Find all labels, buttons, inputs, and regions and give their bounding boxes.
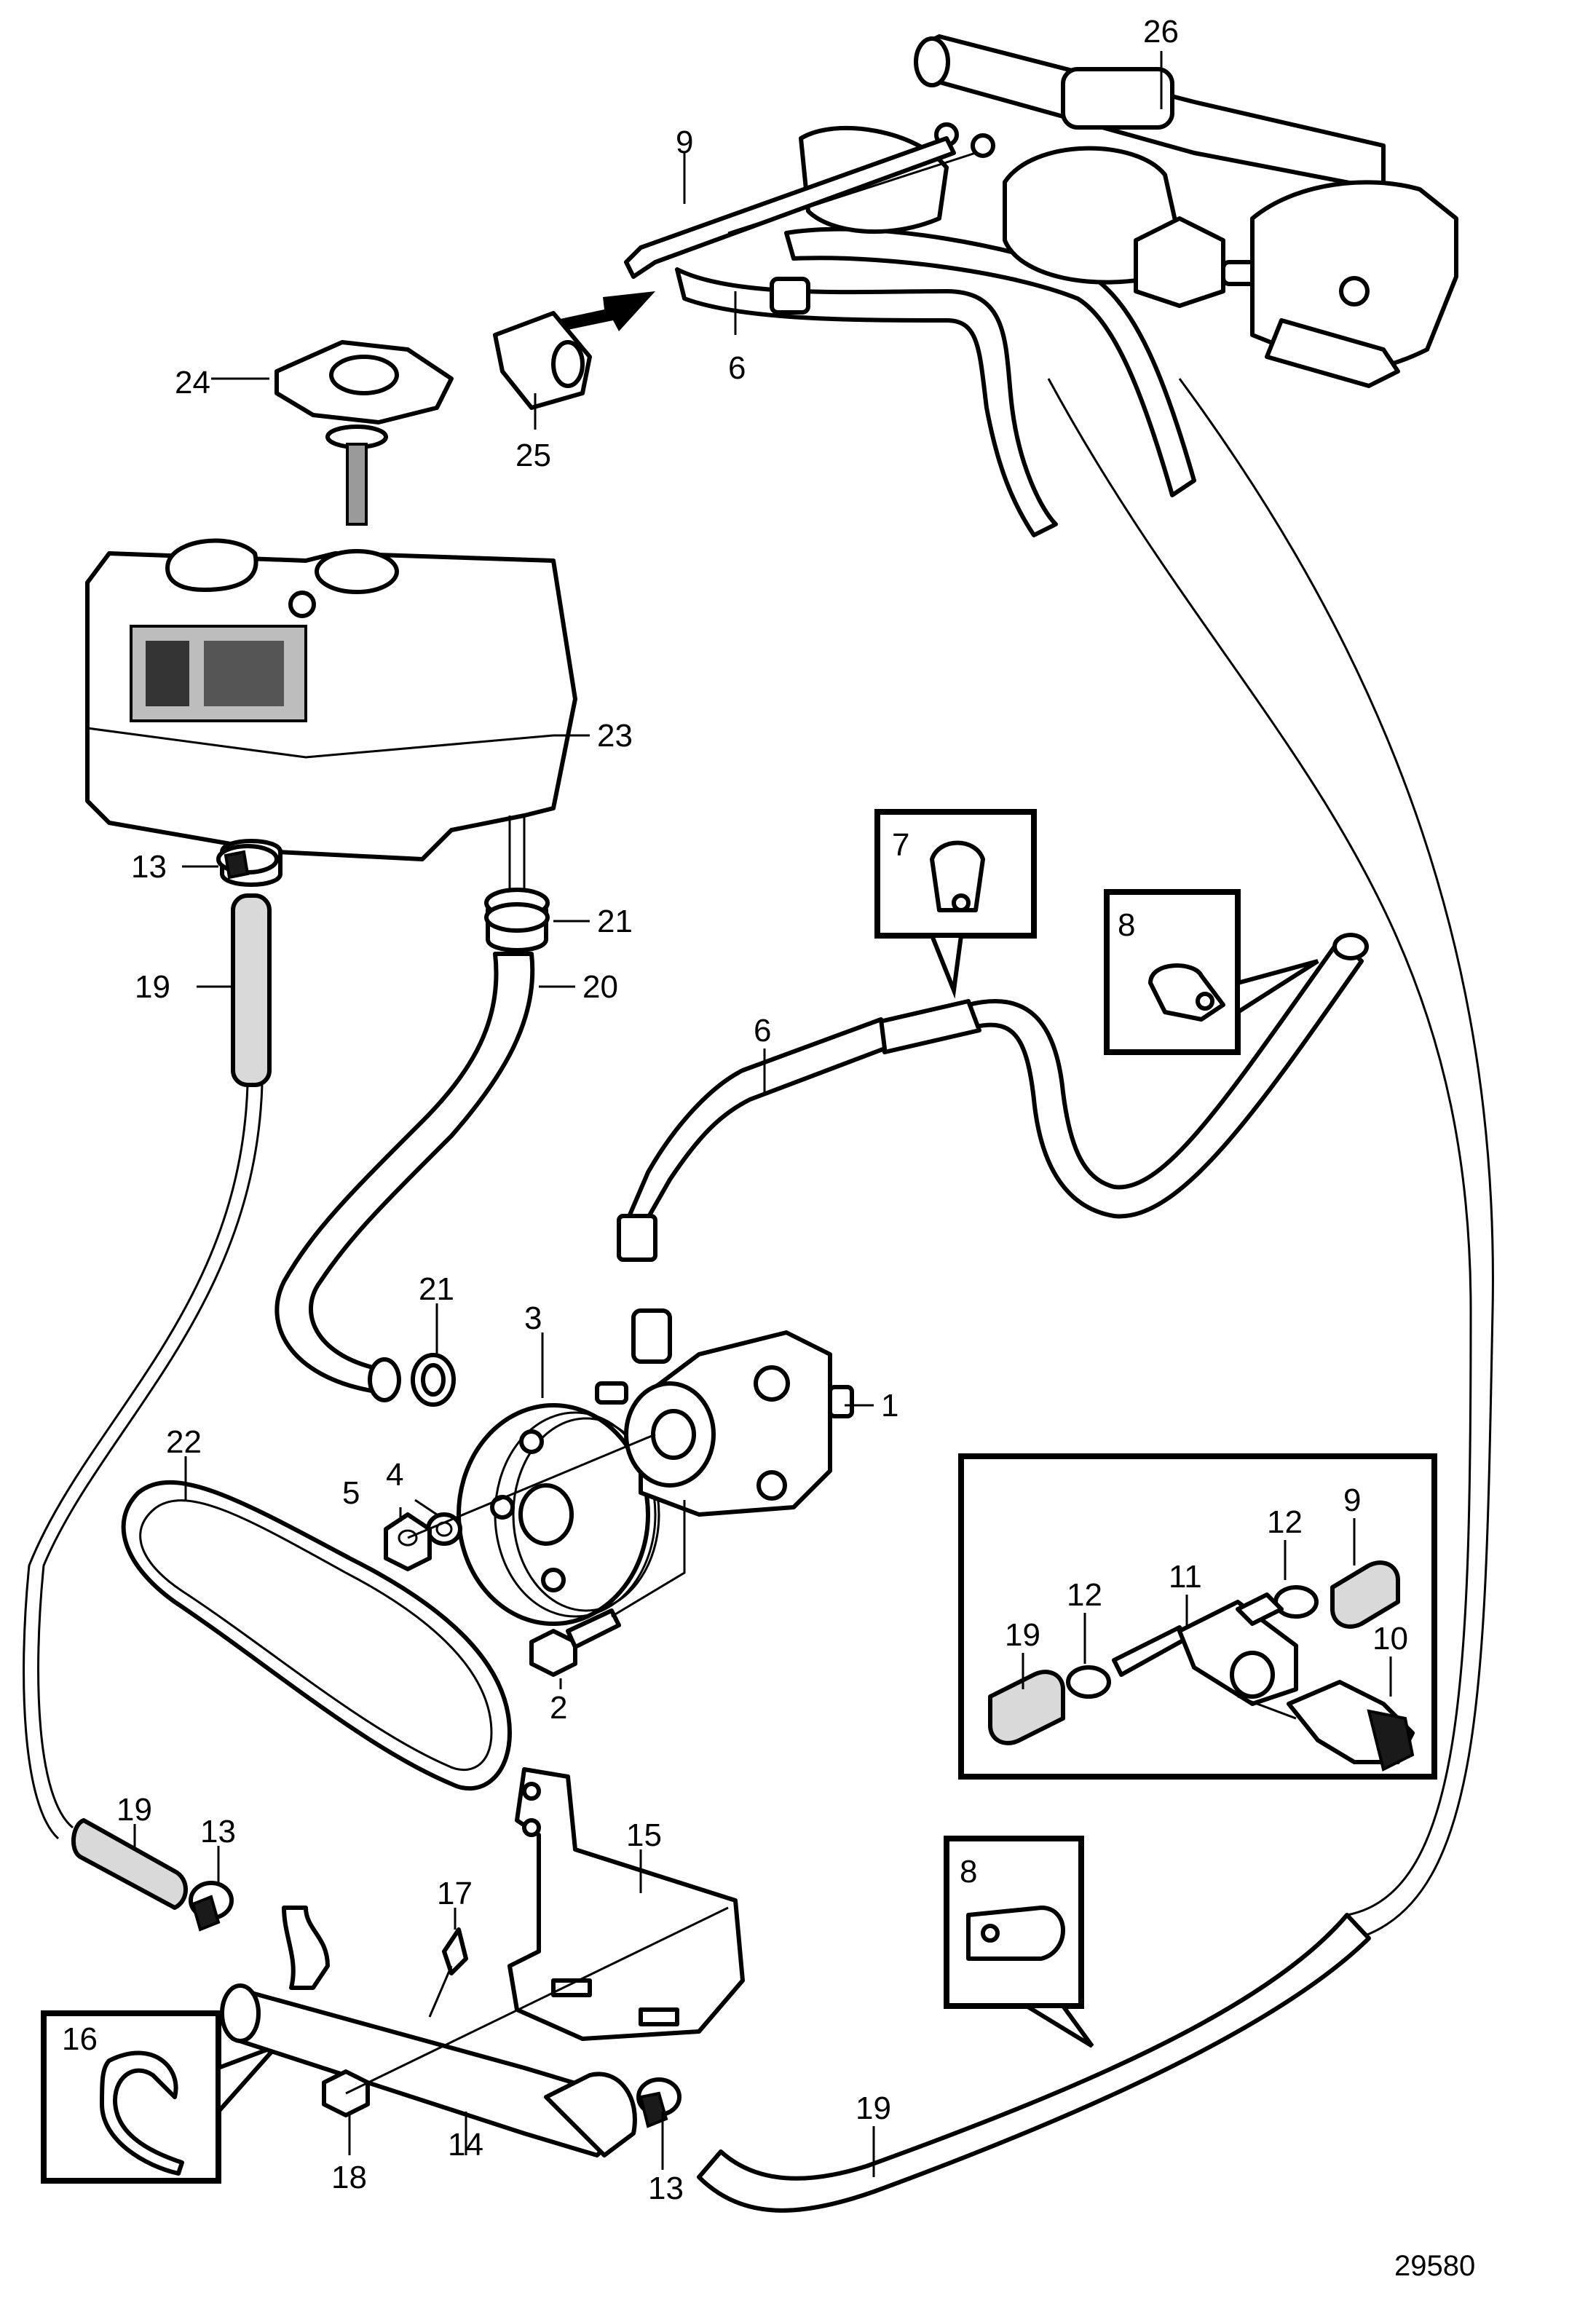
pressure-hose-6-middle [617, 933, 1369, 1262]
bolt-18 [322, 1906, 729, 2117]
label-5: 5 [342, 1475, 360, 1511]
shaft-axis-line [407, 1433, 656, 1539]
label-21-top: 21 [597, 904, 633, 939]
nut-25 [493, 311, 592, 410]
label-13-lower-right: 13 [648, 2171, 684, 2206]
leader-lines [133, 51, 1392, 2177]
label-13-lower-left: 13 [200, 1814, 236, 1849]
label-11: 11 [1169, 1559, 1202, 1595]
pressure-line-6-upper [675, 226, 1196, 537]
label-16: 16 [62, 2021, 98, 2057]
clamp-13-lower-left [189, 1881, 234, 1932]
return-hose-19-long [697, 378, 1494, 2213]
label-17: 17 [437, 1876, 473, 1911]
clamp-21-top [484, 888, 550, 933]
label-19-top: 19 [135, 969, 170, 1005]
inset-clip-8-lower [944, 1836, 1094, 2048]
label-12-inset-right: 12 [1267, 1504, 1303, 1540]
inset-t-connector [958, 1453, 1437, 1780]
label-25: 25 [515, 438, 551, 473]
pipe-14 [220, 1906, 637, 2157]
label-19-lower-right: 19 [856, 2090, 891, 2126]
direction-arrow [553, 291, 655, 331]
clamp-21-pump [411, 1353, 456, 1407]
label-23: 23 [597, 718, 633, 754]
label-6-top: 6 [728, 350, 746, 386]
label-8-upper: 8 [1118, 907, 1135, 943]
inset-cable-tie-16 [41, 2010, 279, 2184]
label-2: 2 [550, 1690, 567, 1726]
label-7: 7 [892, 827, 909, 863]
label-24: 24 [175, 365, 210, 400]
bracket-15 [507, 1767, 745, 2041]
label-8-lower: 8 [960, 1854, 977, 1890]
pump-pulley-3 [457, 1403, 660, 1626]
label-19-inset: 19 [1005, 1617, 1040, 1653]
clamp-13-lower-right [636, 2077, 682, 2128]
label-4: 4 [386, 1457, 403, 1493]
inset-clip-8-upper [1104, 889, 1319, 1055]
label-19-lower-left: 19 [116, 1792, 152, 1828]
label-26: 26 [1143, 14, 1179, 50]
label-13-top: 13 [131, 849, 167, 885]
hose-19-lower-left [71, 1818, 188, 1910]
filler-cap-24 [274, 340, 454, 526]
tank-drain-line [23, 1084, 264, 1840]
label-10: 10 [1372, 1621, 1408, 1657]
label-22: 22 [166, 1424, 202, 1460]
reference-number: 29580 [1394, 2250, 1475, 2282]
pipe-9 [624, 136, 976, 279]
label-21-pump: 21 [419, 1271, 454, 1307]
bolt-2 [529, 1608, 621, 1677]
label-20: 20 [582, 969, 618, 1005]
label-14: 14 [448, 2127, 483, 2163]
label-6-mid: 6 [754, 1013, 771, 1049]
callout-labels: 26 9 6 24 25 23 13 21 19 20 7 8 6 21 3 1… [62, 14, 1475, 2282]
label-9-top: 9 [676, 125, 693, 160]
label-12-inset-left: 12 [1067, 1577, 1102, 1613]
label-15: 15 [626, 1817, 662, 1853]
drive-belt-22 [121, 1480, 512, 1791]
inset-clip-7 [874, 809, 1037, 999]
label-9-inset: 9 [1343, 1482, 1361, 1518]
reservoir-tank-23 [85, 538, 577, 861]
sensor-17 [428, 1927, 468, 2018]
label-1: 1 [881, 1388, 898, 1424]
clamp-13-top [216, 844, 279, 880]
power-steering-pump-1 [595, 1308, 854, 1517]
bolt-leader [611, 1500, 686, 1618]
label-3: 3 [524, 1300, 542, 1336]
nut-5 [384, 1512, 432, 1571]
label-18: 18 [331, 2160, 367, 2195]
